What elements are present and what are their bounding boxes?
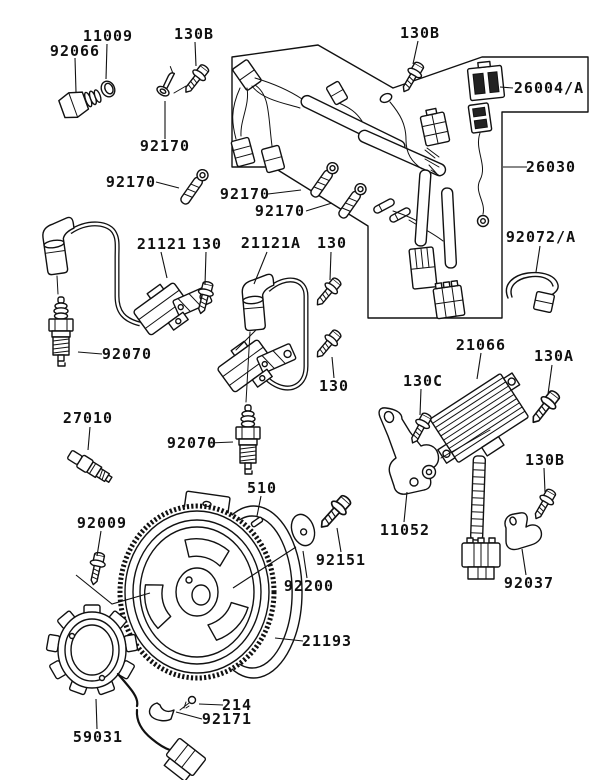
terminal-92170-a xyxy=(177,166,211,207)
part-label-92170-2[interactable]: 92170 xyxy=(106,173,156,191)
part-label-26004a[interactable]: 26004/A xyxy=(514,79,584,97)
bracket-11052 xyxy=(378,407,440,495)
screw-130-3 xyxy=(310,326,345,363)
part-label-92070-1[interactable]: 92070 xyxy=(102,345,152,363)
part-label-21121a[interactable]: 21121A xyxy=(241,234,301,252)
part-labels: 92066 11009 130B 92170 92170 92170 92170… xyxy=(50,24,584,746)
part-label-130b-3[interactable]: 130B xyxy=(525,451,565,469)
plug-cap-1 xyxy=(40,216,81,276)
clamp-92037 xyxy=(504,512,543,551)
part-label-130a[interactable]: 130A xyxy=(534,347,574,365)
part-label-130b-1[interactable]: 130B xyxy=(174,25,214,43)
switch-27010 xyxy=(67,450,113,483)
part-label-92170-1[interactable]: 92170 xyxy=(140,137,190,155)
part-label-130-3[interactable]: 130 xyxy=(319,377,349,395)
part-label-130b-2[interactable]: 130B xyxy=(400,24,440,42)
part-label-59031[interactable]: 59031 xyxy=(73,728,123,746)
screw-130-2 xyxy=(310,274,345,311)
screw-214 xyxy=(179,695,197,711)
part-label-21193[interactable]: 21193 xyxy=(302,632,352,650)
part-label-92200[interactable]: 92200 xyxy=(284,577,334,595)
screw-92009 xyxy=(85,550,109,587)
bolt-130b-1 xyxy=(179,61,213,98)
part-label-11052[interactable]: 11052 xyxy=(380,521,430,539)
part-label-92151[interactable]: 92151 xyxy=(316,551,366,569)
part-label-92170-3[interactable]: 92170 xyxy=(220,185,270,203)
clamp-92171 xyxy=(148,702,175,722)
part-label-92170-4[interactable]: 92170 xyxy=(255,202,305,220)
part-label-92171[interactable]: 92171 xyxy=(202,710,252,728)
spark-plug-2 xyxy=(235,404,261,475)
part-label-214[interactable]: 214 xyxy=(222,696,252,714)
part-label-92072a[interactable]: 92072/A xyxy=(506,228,576,246)
ht-lead-1 xyxy=(68,221,141,327)
clamp-92072 xyxy=(505,271,559,314)
washer-stud-92170 xyxy=(156,66,176,97)
terminal-92170-b xyxy=(307,159,341,200)
part-label-92009[interactable]: 92009 xyxy=(77,514,127,532)
stator-59031 xyxy=(45,604,139,696)
regulator-21066 xyxy=(430,372,529,580)
plug-cap-2 xyxy=(240,273,279,332)
stator-lead xyxy=(116,672,207,780)
part-label-130-2[interactable]: 130 xyxy=(317,234,347,252)
bolt-130a xyxy=(525,386,564,429)
key-510 xyxy=(250,516,264,528)
part-label-130c[interactable]: 130C xyxy=(403,372,443,390)
part-label-21066[interactable]: 21066 xyxy=(456,336,506,354)
part-label-21121[interactable]: 21121 xyxy=(137,235,187,253)
bolt-92151 xyxy=(314,491,356,534)
flywheel-21193 xyxy=(117,490,303,681)
leader-lines xyxy=(74,40,553,730)
part-label-92070-2[interactable]: 92070 xyxy=(167,434,217,452)
plug-92066 xyxy=(58,89,102,119)
part-label-11009[interactable]: 11009 xyxy=(83,27,133,45)
part-label-92037[interactable]: 92037 xyxy=(504,574,554,592)
spark-plug-1 xyxy=(48,296,74,367)
part-label-27010[interactable]: 27010 xyxy=(63,409,113,427)
part-label-510[interactable]: 510 xyxy=(247,479,277,497)
part-label-130-1[interactable]: 130 xyxy=(192,235,222,253)
part-label-26030[interactable]: 26030 xyxy=(526,158,576,176)
washer-92200 xyxy=(290,513,316,547)
wiring-harness-26030 xyxy=(230,59,506,320)
fuse-holder-26004 xyxy=(466,60,506,102)
ring-11009 xyxy=(100,80,116,98)
part-label-92066[interactable]: 92066 xyxy=(50,42,100,60)
terminal-92170-c xyxy=(335,180,369,221)
bolt-130b-3 xyxy=(528,485,560,524)
